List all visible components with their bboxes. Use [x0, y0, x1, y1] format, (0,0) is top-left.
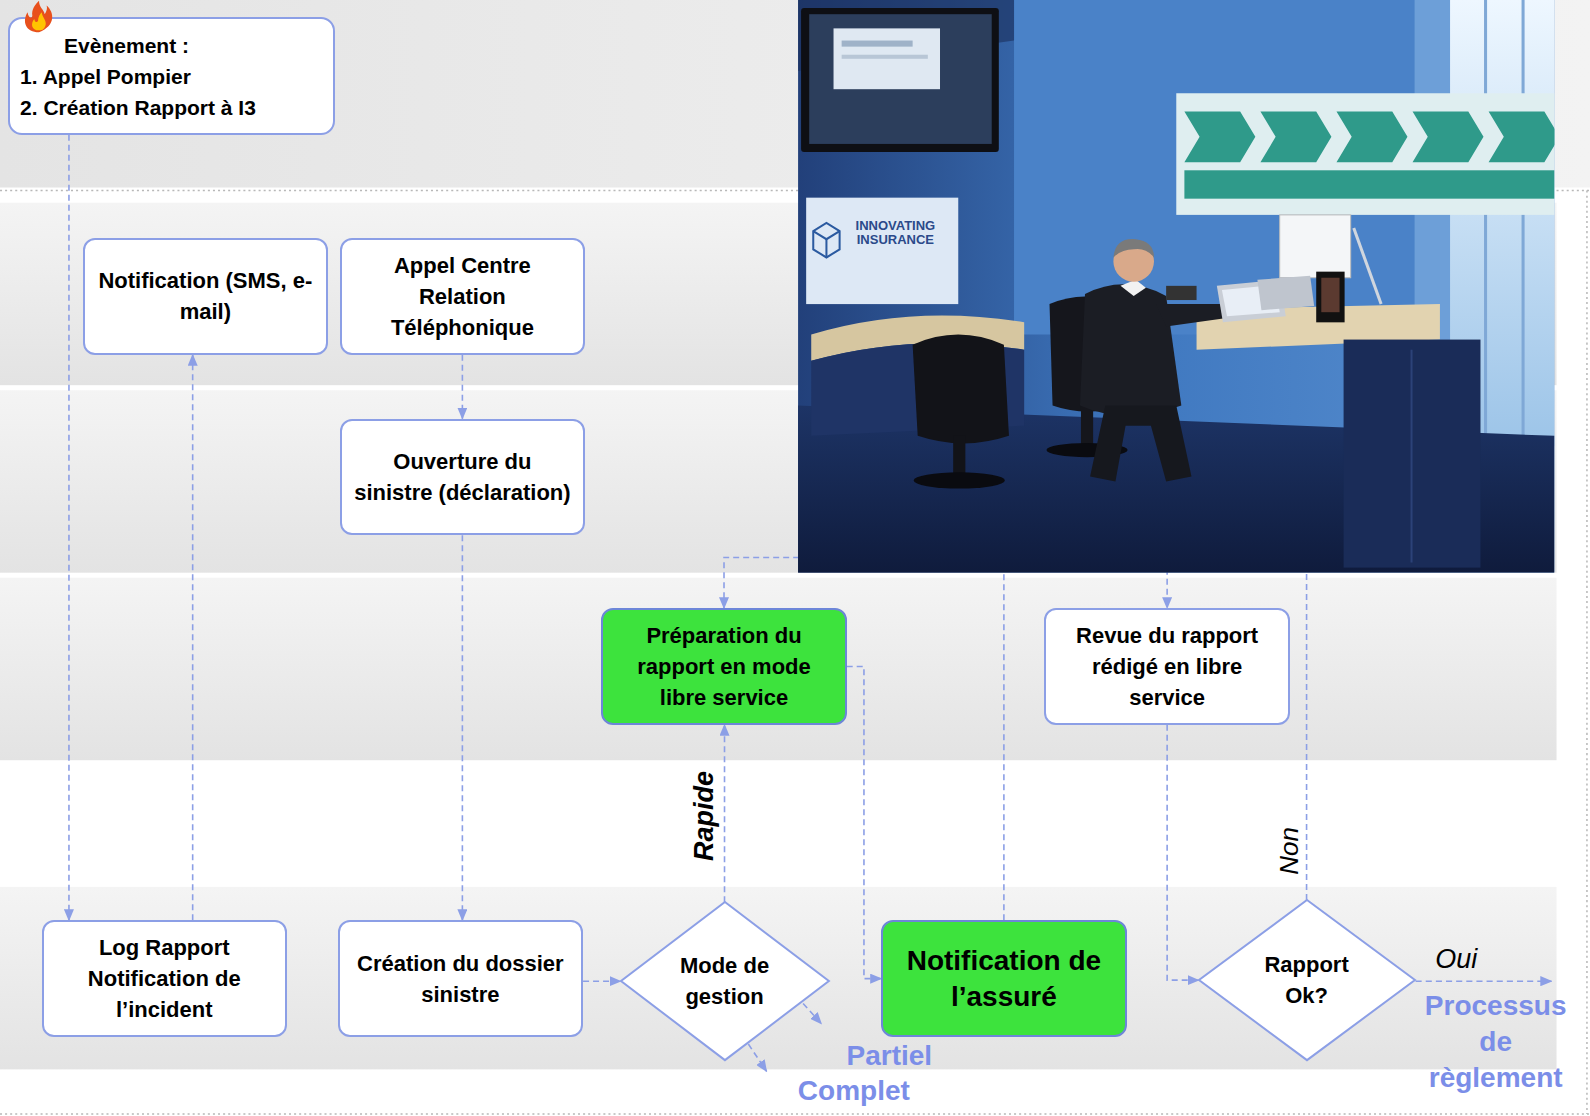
dotted-frame	[1586, 191, 1588, 1114]
office-photo	[1489, 111, 1555, 162]
box-text: Revue du rapport rédigé en libre service	[1056, 620, 1277, 713]
fire-icon	[32, 12, 46, 30]
office-photo	[1156, 304, 1225, 326]
branch-arrow	[1416, 980, 1552, 982]
diamond-outline	[1199, 900, 1415, 1060]
flow-connector	[462, 535, 464, 920]
flow-connector	[724, 725, 726, 902]
swimlane-band	[0, 887, 1557, 1069]
box-text: Préparation du rapport en mode libre ser…	[613, 620, 834, 713]
box-text: Notification (SMS, e-mail)	[95, 265, 315, 327]
office-photo	[1522, 0, 1525, 446]
office-photo	[798, 0, 1554, 573]
diamond-outline	[1199, 900, 1415, 1060]
box-text: Rapport Ok?	[1253, 949, 1361, 1011]
process-box: Log Rapport Notification de l’incident	[42, 920, 287, 1037]
office-photo	[1184, 111, 1255, 162]
event-box: Evènement :1. Appel Pompier2. Création R…	[8, 17, 335, 135]
flow-connector	[847, 666, 881, 978]
office-photo	[1090, 405, 1191, 481]
office-photo	[813, 231, 839, 239]
process-box: Création du dossier sinistre	[338, 920, 583, 1037]
office-photo	[825, 239, 827, 257]
office-photo	[842, 55, 928, 59]
office-photo	[1336, 111, 1407, 162]
office-photo	[1121, 280, 1146, 296]
office-photo	[1344, 340, 1481, 568]
box-text: Log Rapport Notification de l’incident	[54, 932, 275, 1025]
box-text: Evènement :	[20, 30, 189, 61]
flow-connector	[583, 980, 621, 982]
office-photo	[809, 14, 992, 144]
office-photo	[1354, 228, 1381, 304]
office-photo	[1257, 276, 1314, 310]
branch-label: Oui	[1435, 945, 1477, 972]
box-text: 1. Appel Pompier	[20, 61, 191, 92]
office-photo	[913, 334, 1009, 443]
office-photo	[1166, 286, 1196, 300]
box-text: Mode de gestion	[673, 950, 777, 1012]
office-photo	[806, 198, 958, 304]
decision-diamond: Mode de gestion	[621, 902, 829, 1060]
box-text: Appel Centre Relation Téléphonique	[352, 250, 573, 343]
office-photo	[1411, 350, 1413, 563]
highlight-box: Préparation du rapport en mode libre ser…	[601, 608, 846, 725]
office-photo	[1321, 278, 1339, 312]
decision-diamond: Rapport Ok?	[1199, 900, 1415, 1060]
branch-label: Complet	[798, 1077, 910, 1105]
dotted-frame	[0, 1113, 1590, 1115]
highlight-box: Notification de l’assuré	[881, 920, 1126, 1037]
office-photo	[842, 41, 913, 47]
flow-connector	[192, 355, 194, 921]
office-photo	[1413, 111, 1484, 162]
sign-text: INNOVATING INSURANCE	[840, 219, 952, 248]
edge-label: Non	[1276, 826, 1302, 878]
office-photo	[801, 8, 999, 152]
office-photo	[1260, 111, 1331, 162]
office-photo	[1080, 284, 1181, 415]
process-box: Appel Centre Relation Téléphonique	[340, 238, 585, 355]
end-label: Processus de règlement	[1415, 988, 1577, 1096]
box-text: Création du dossier sinistre	[350, 948, 571, 1010]
dotted-frame	[0, 191, 1590, 1114]
fire-icon	[18, 0, 60, 34]
office-photo	[798, 0, 1554, 573]
branch-arrow	[803, 1003, 821, 1023]
diamond-outline	[621, 902, 829, 1060]
branch-arrow	[748, 1044, 766, 1071]
process-box: Notification (SMS, e-mail)	[83, 238, 327, 355]
office-photo	[1316, 272, 1344, 323]
flow-connector	[462, 355, 464, 419]
office-photo	[1484, 0, 1487, 446]
flow-connector	[1167, 725, 1198, 980]
office-photo	[1081, 405, 1093, 446]
office-photo	[813, 223, 839, 257]
branch-label: Partiel	[846, 1042, 932, 1070]
box-text: Notification de l’assuré	[893, 943, 1114, 1015]
box-text: 2. Création Rapport à I3	[20, 92, 256, 123]
office-photo	[834, 28, 940, 89]
flow-connector	[68, 135, 70, 921]
office-photo	[1280, 215, 1351, 278]
swimlane-band	[0, 578, 1557, 760]
box-text: Ouverture du sinistre (déclaration)	[352, 446, 573, 508]
swimlane-band	[0, 0, 1590, 1069]
office-photo	[914, 472, 1005, 488]
diamond-outline	[621, 902, 829, 1060]
office-photo	[1184, 170, 1554, 198]
office-photo	[1113, 239, 1154, 257]
office-photo	[953, 436, 965, 477]
process-box: Ouverture du sinistre (déclaration)	[340, 419, 585, 536]
fire-icon	[25, 1, 52, 33]
process-box: Revue du rapport rédigé en libre service	[1044, 608, 1289, 725]
edge-label: Rapide	[690, 769, 717, 863]
